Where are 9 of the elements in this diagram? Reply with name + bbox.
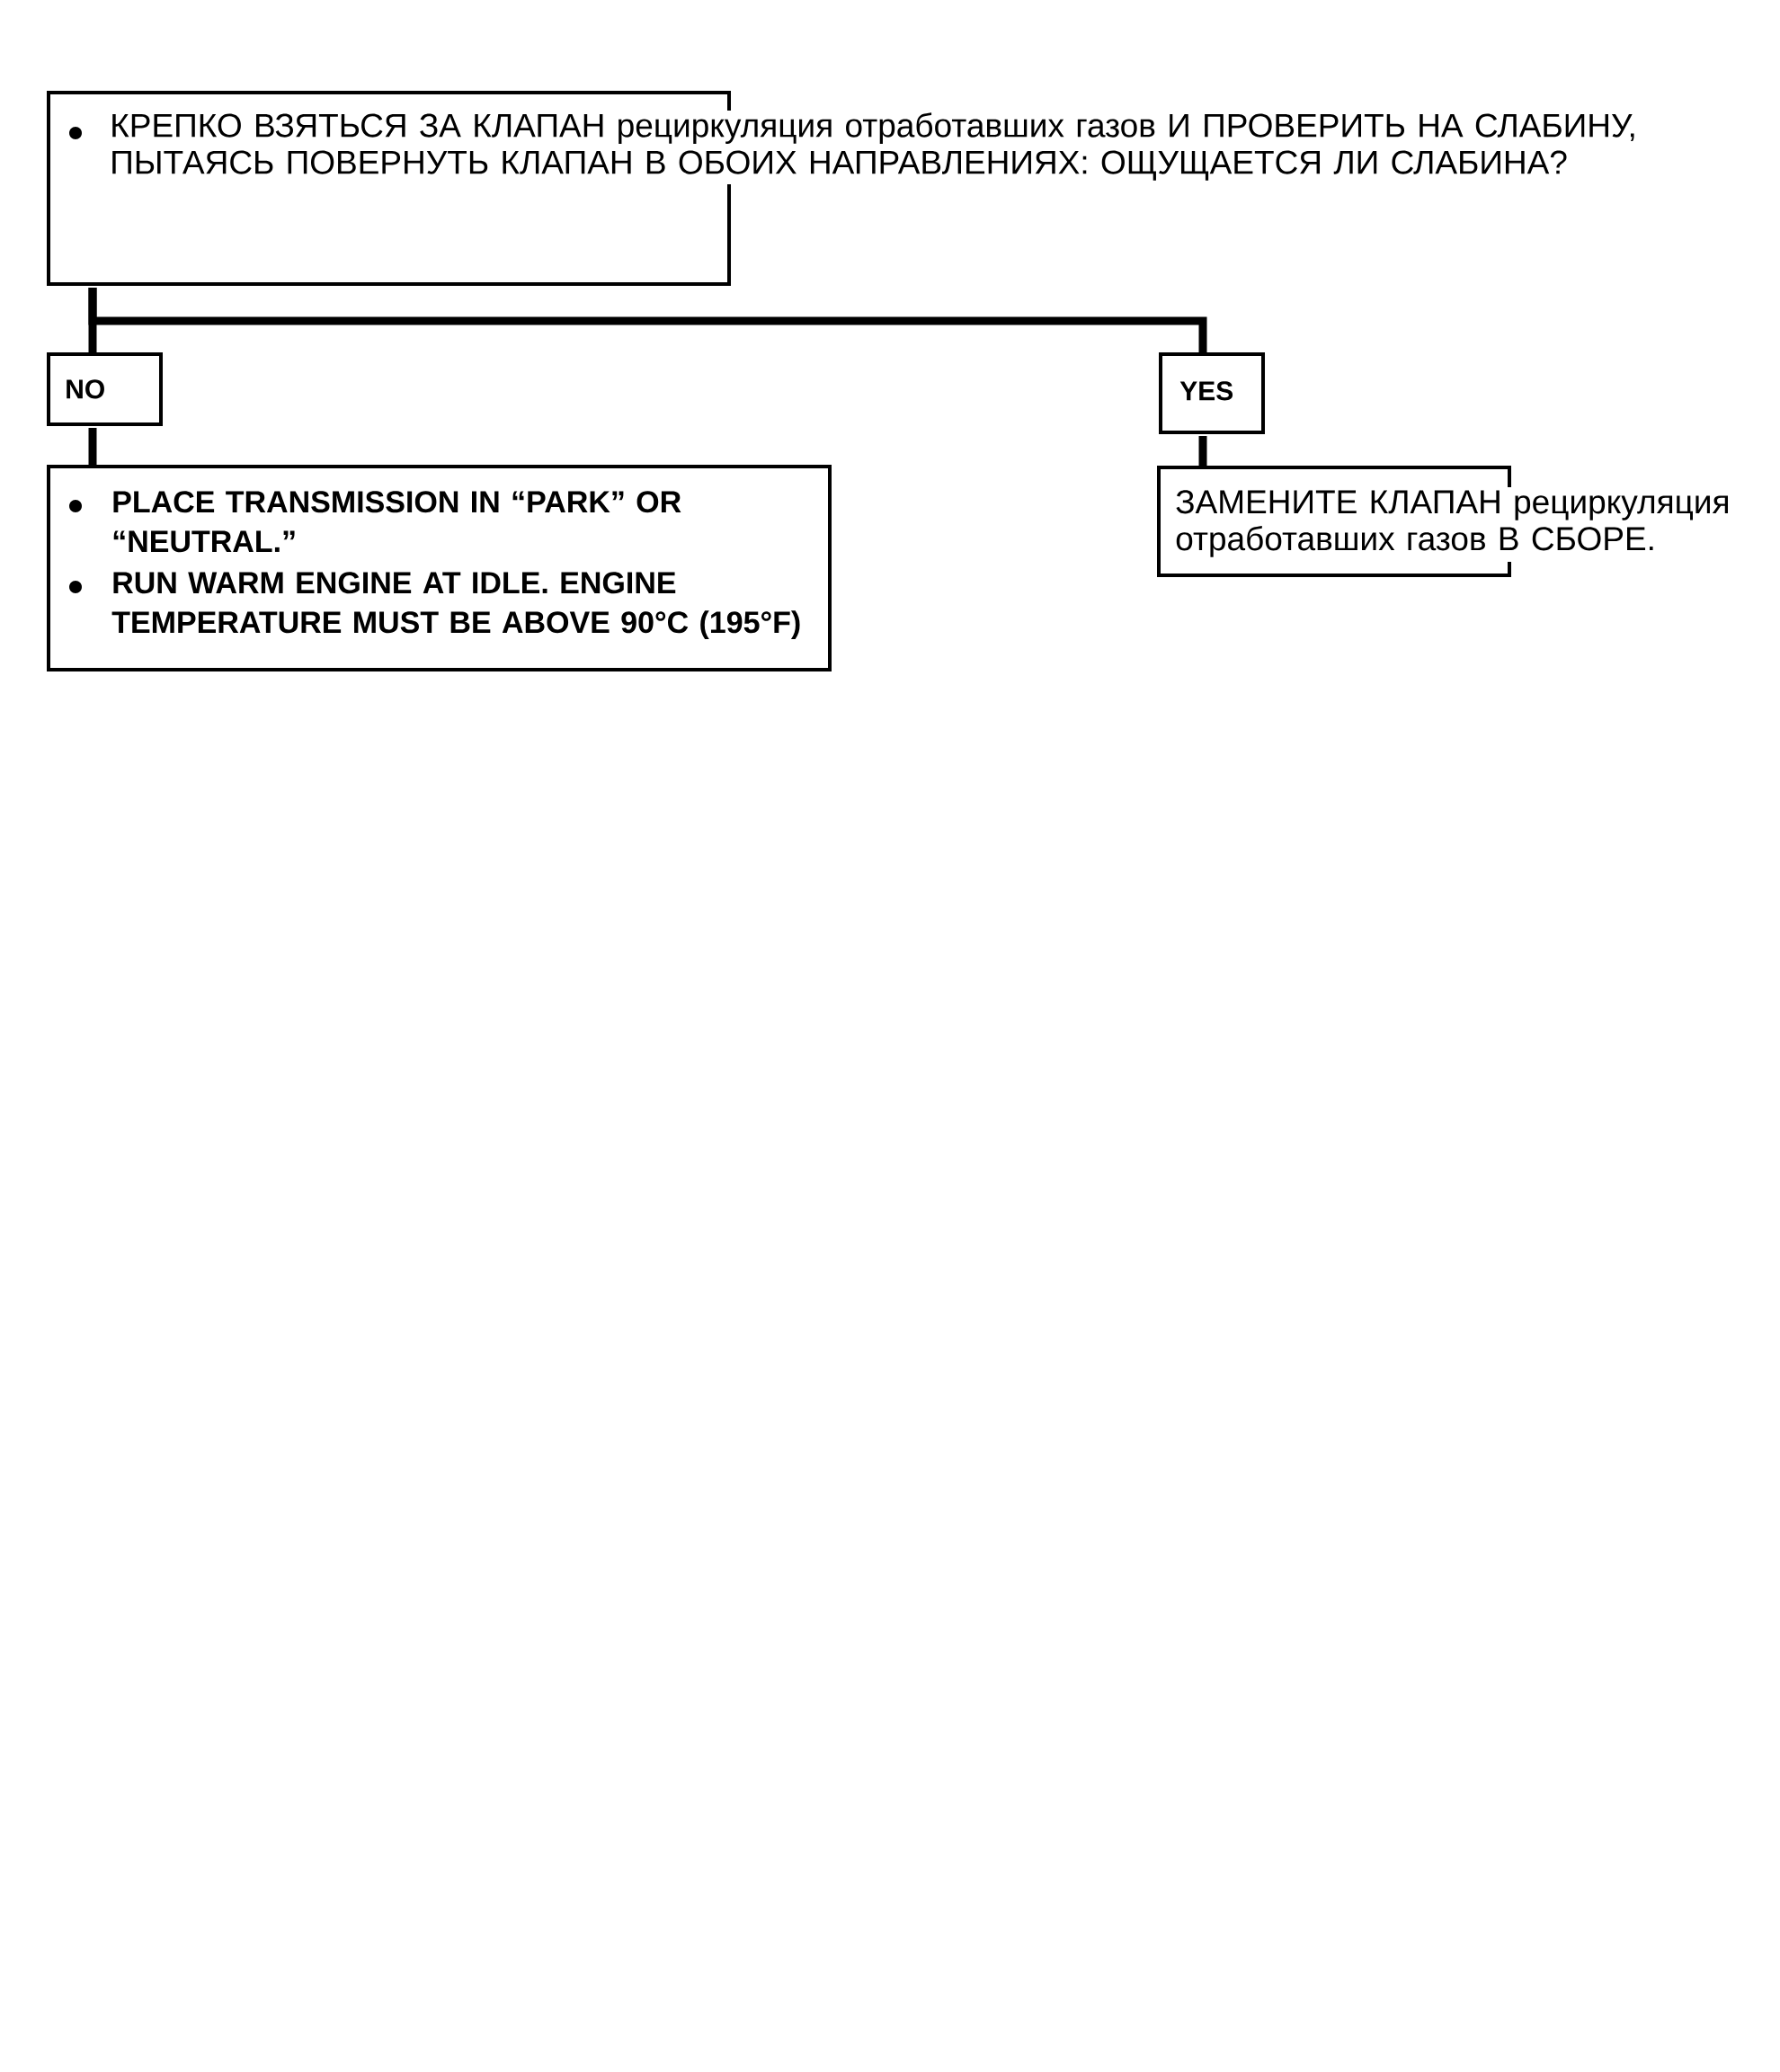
branch-box: NO (47, 352, 163, 426)
node-label: КРЕПКО ВЗЯТЬСЯ ЗА КЛАПАН рециркуляция отработавших газов И ПРОВЕРИТЬ НА СЛАБИНУ, ПЫТАЯСЬ ПОВЕРНУТЬ КЛАПАН В ОБОИХ НАПРАВЛЕНИЯХ: ОЩУЩАЕТСЯ ЛИ СЛАБИНА? (112, 112, 1634, 181)
connector-line (88, 288, 1207, 354)
branch-box: YES (1159, 352, 1265, 434)
connector-line (88, 428, 97, 467)
connector-line (1198, 436, 1207, 467)
instruction-box: PLACE TRANSMISSION IN “PARK” OR “NEUTRAL.” RUN WARM ENGINE AT IDLE. ENGINE TEMPERATURE MUST BE ABOVE 90°C (195°F) (47, 465, 832, 671)
action-box: ЗАМЕНИТЕ КЛАПАН рециркуляция отработавших газов В СБОРЕ. (1157, 466, 1728, 577)
question-box: КРЕПКО ВЗЯТЬСЯ ЗА КЛАПАН рециркуляция отработавших газов И ПРОВЕРИТЬ НА СЛАБИНУ, ПЫТАЯСЬ ПОВЕРНУТЬ КЛАПАН В ОБОИХ НАПРАВЛЕНИЯХ: ОЩУЩАЕТСЯ ЛИ СЛАБИНА? (47, 91, 1634, 286)
